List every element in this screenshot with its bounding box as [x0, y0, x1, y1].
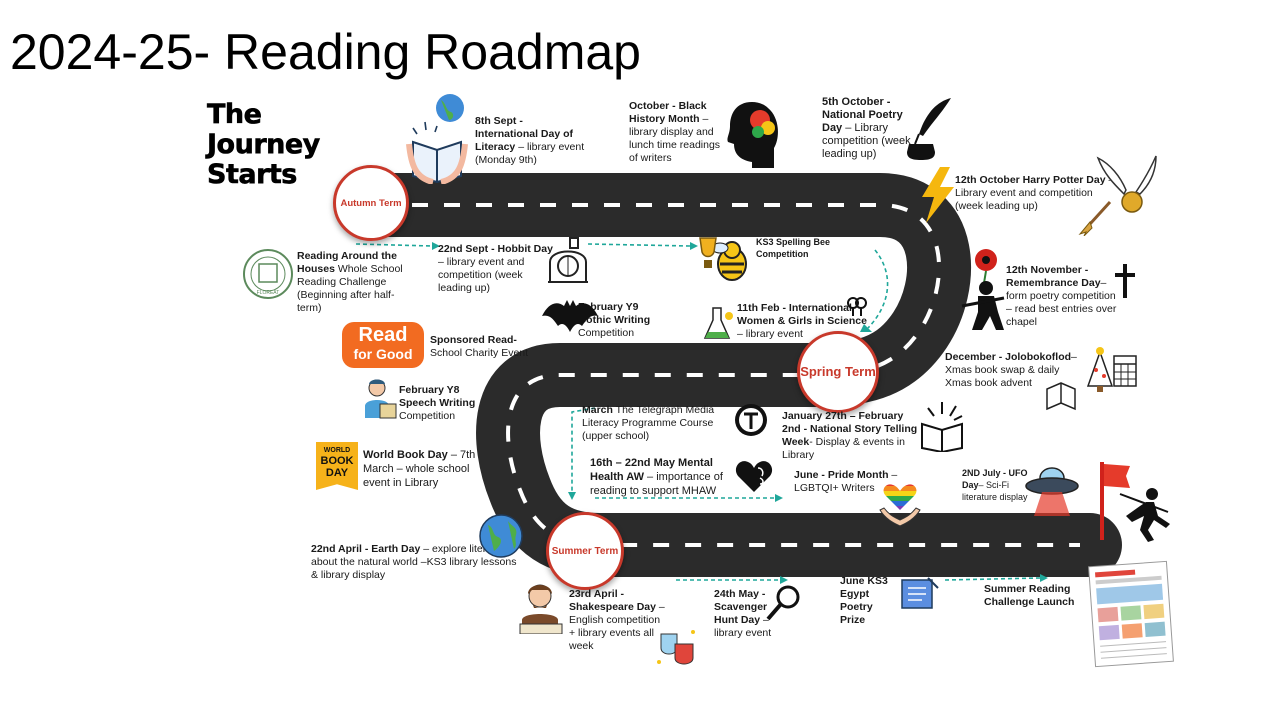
runner-icon — [1119, 488, 1170, 542]
event-jolabokaflod: December - Jolobokoflod– Xmas book swap … — [945, 351, 1077, 389]
event-story-telling: January 27th – February 2nd - National S… — [782, 410, 918, 461]
event-hobbit-day: 22nd Sept - Hobbit Day – library event a… — [438, 243, 553, 294]
read-for-good-logo: Read for Good — [342, 322, 424, 368]
bat-icon — [542, 300, 598, 332]
world-book-day-line2: BOOK — [320, 455, 354, 467]
event-world-book-day: World Book Day – 7th March – whole schoo… — [363, 449, 476, 489]
event-ufo-day: 2ND July - UFO Day– Sci-Fi literature di… — [962, 468, 1028, 502]
journey-line-3: Starts — [207, 159, 298, 190]
event-egypt-poetry: June KS3 Egypt Poetry Prize — [840, 575, 888, 626]
finish-flag-icon — [1100, 462, 1130, 540]
ufo-icon — [1025, 467, 1079, 516]
heart-brain-icon — [735, 461, 773, 492]
pride-heart-hands-icon — [879, 484, 921, 527]
summer-term-badge: Summer Term — [546, 512, 624, 590]
event-spelling-bee: KS3 Spelling Bee Competition — [756, 237, 831, 259]
speech-person-icon — [365, 379, 397, 419]
hobbit-hole-icon — [548, 237, 588, 283]
event-scavenger-hunt: 24th May - Scavenger Hunt Day – library … — [714, 588, 772, 639]
golden-snitch-icon — [1096, 155, 1157, 213]
read-for-good-line2: for Good — [353, 346, 413, 362]
event-harry-potter: 12th October Harry Potter Day – Library … — [955, 174, 1114, 212]
journey-line-2: Journey — [207, 129, 321, 160]
broomstick-icon — [1078, 200, 1112, 236]
read-for-good-line1: Read — [358, 324, 408, 346]
world-book-day-logo: WORLD BOOK DAY — [316, 442, 358, 490]
poppy-icon — [975, 249, 997, 283]
shakespeare-icon — [519, 584, 563, 634]
houses-crest-motto: FLOREAT — [257, 290, 280, 296]
event-remembrance: 12th November - Remembrance Day– form po… — [1006, 264, 1117, 328]
event-pride-month: June - Pride Month – LGBTQI+ Writers — [794, 469, 898, 494]
book-gift-icon — [1046, 382, 1076, 411]
summer-term-label: Summer Term — [551, 545, 619, 557]
event-reading-houses: Reading Around the Houses Whole School R… — [297, 250, 403, 314]
soldier-silhouette-icon — [961, 281, 1005, 330]
magnifying-glass-icon — [766, 585, 800, 621]
event-shakespeare-day: 23rd April - Shakespeare Day – English c… — [569, 588, 665, 652]
gender-symbols-icon — [847, 297, 867, 316]
quill-ink-icon — [907, 98, 951, 160]
egypt-book-icon — [901, 577, 939, 609]
theatre-masks-icon — [657, 630, 695, 665]
event-mental-health: 16th – 22nd May Mental Health AW – impor… — [590, 457, 723, 497]
open-book-sparkle-icon — [921, 402, 963, 452]
houses-crest-icon: FLOREAT — [243, 249, 293, 299]
event-summer-reading: Summer Reading Challenge Launch — [984, 583, 1075, 608]
summer-reading-leaflet-icon — [1088, 560, 1174, 668]
journey-line-1: The — [207, 99, 263, 130]
science-flask-icon — [703, 307, 733, 339]
spring-term-badge: Spring Term — [797, 331, 879, 413]
spring-term-label: Spring Term — [800, 364, 876, 379]
globe-book-icon — [406, 94, 468, 184]
christmas-tree-icon — [1086, 347, 1114, 392]
earth-globe-icon — [479, 514, 523, 558]
connector-arrowheads — [432, 242, 1048, 584]
calendar-icon — [1113, 355, 1137, 387]
black-history-head-icon — [727, 102, 778, 168]
connector-arrows — [355, 243, 1041, 581]
journey-starts-heading: The Journey Starts — [207, 99, 321, 190]
event-speech-writing: February Y8 Speech Writing Competition — [399, 384, 476, 422]
event-black-history: October - Black History Month – library … — [629, 100, 721, 164]
event-literacy-day: 8th Sept - International Day of Literacy… — [475, 115, 585, 166]
event-women-science: 11th Feb - International Women & Girls i… — [737, 302, 867, 340]
event-sponsored-read: Sponsored Read- School Charity Event — [430, 334, 529, 359]
autumn-term-badge: Autumn Term — [333, 165, 409, 241]
world-book-day-line1: WORLD — [323, 447, 351, 454]
spelling-bee-icon — [699, 237, 747, 281]
lightning-bolt-icon — [922, 167, 954, 223]
event-telegraph-course: March The Telegraph Media Literacy Progr… — [582, 404, 715, 442]
telegraph-logo-icon — [735, 404, 767, 436]
autumn-term-label: Autumn Term — [340, 197, 402, 209]
event-poetry-day: 5th October - National Poetry Day – Libr… — [822, 96, 911, 160]
page-title: 2024-25- Reading Roadmap — [10, 24, 641, 80]
world-book-day-line3: DAY — [325, 467, 349, 479]
cross-icon — [1115, 264, 1135, 298]
